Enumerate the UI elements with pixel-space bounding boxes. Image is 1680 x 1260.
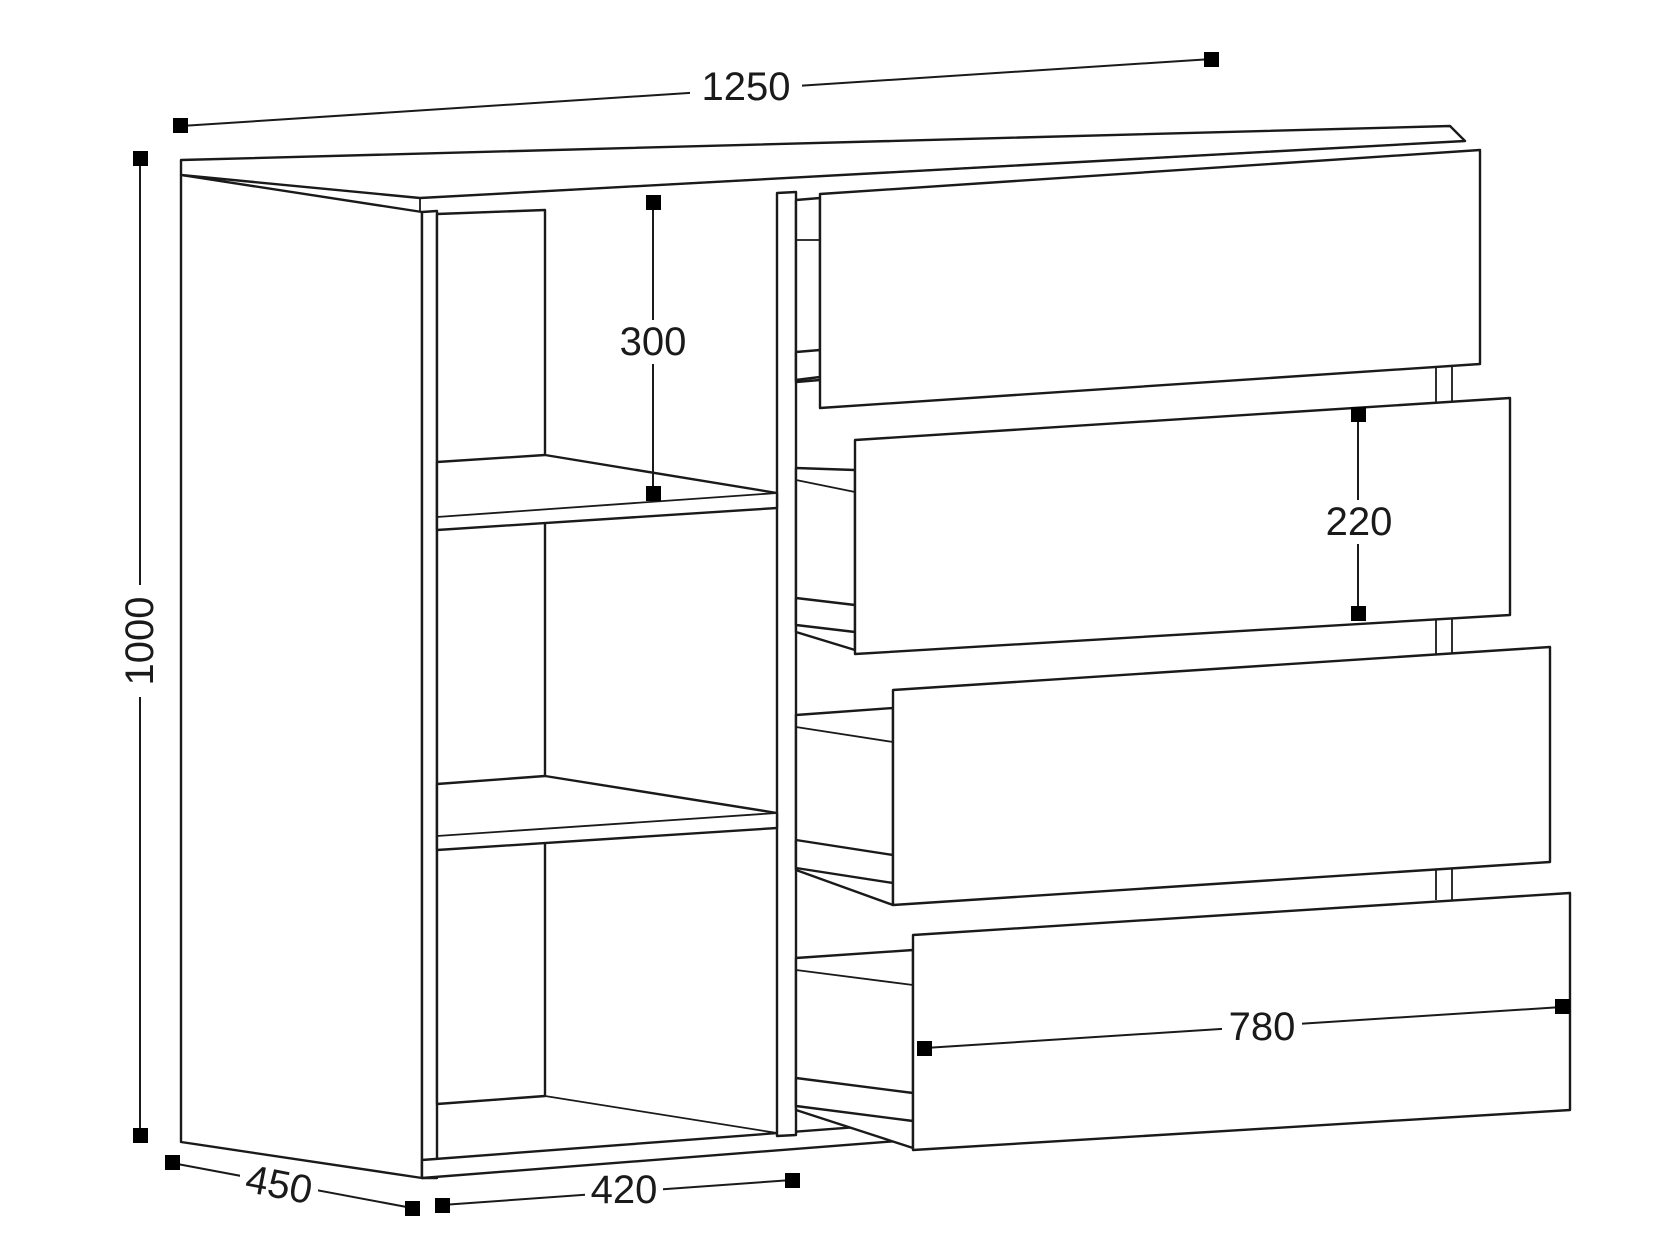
label-open-shelf-width: 420: [591, 1168, 658, 1212]
dimension-open-shelf-width: 420: [435, 1168, 800, 1213]
left-front-edge: [420, 209, 439, 1180]
open-shelf-compartment: [435, 208, 779, 1134]
upper-shelf: [435, 453, 779, 532]
dimension-shelf-spacing: 300: [612, 195, 694, 501]
dimension-drawer-front-width: 780: [917, 999, 1570, 1056]
dimension-total-width: 1250: [173, 52, 1219, 133]
drawer-fronts: [818, 148, 1572, 1152]
middle-divider: [775, 190, 798, 1138]
label-drawer-height: 220: [1326, 500, 1393, 544]
label-drawer-front-width: 780: [1229, 1005, 1296, 1049]
label-total-height: 1000: [118, 597, 162, 686]
lower-shelf: [435, 774, 779, 852]
label-shelf-spacing: 300: [620, 320, 687, 364]
drawer-front-1: [818, 148, 1482, 410]
compartment-back: [435, 208, 547, 1106]
dimension-depth: 450: [165, 1155, 420, 1216]
drawer-front-2: [853, 396, 1512, 656]
label-total-width: 1250: [702, 65, 791, 109]
drawer-front-3: [891, 645, 1552, 907]
dimension-total-height: 1000: [118, 151, 162, 1143]
bottom-plinth: [420, 1121, 912, 1180]
dimension-drawer-height: 220: [1318, 407, 1400, 621]
left-side-panel: [179, 173, 424, 1180]
